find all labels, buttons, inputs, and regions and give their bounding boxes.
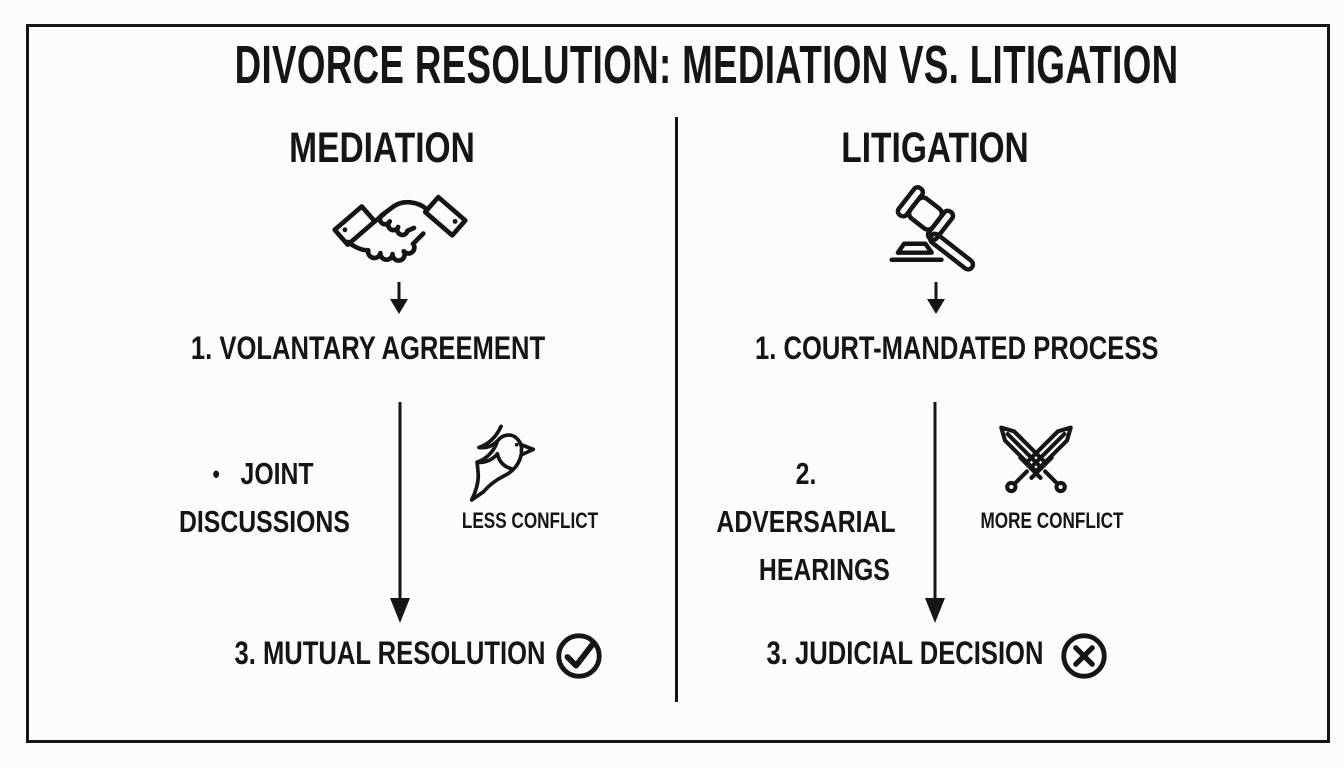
crossed-swords-icon: [999, 425, 1073, 494]
mediation-step1: 1. VOLANTARY AGREEMENT: [190, 330, 546, 366]
check-circle-icon: [556, 633, 602, 679]
mediation-step2-line1: JOINT: [240, 456, 314, 491]
litigation-step2: 2. ADVERSARIAL HEARINGS: [678, 450, 934, 594]
arrow-down-icon: [927, 282, 945, 314]
dove-icon: [469, 424, 536, 502]
handshake-icon: [332, 194, 468, 263]
litigation-conflict-label: MORE CONFLICT: [980, 508, 1124, 533]
mediation-heading: MEDIATION: [289, 124, 475, 172]
mediation-step2-line2: DISCUSSIONS: [179, 504, 350, 539]
x-circle-icon: [1061, 633, 1107, 679]
arrow-down-long-icon: [390, 402, 410, 623]
gavel-icon: [889, 185, 976, 272]
mediation-step2: • JOINT DISCUSSIONS: [158, 450, 368, 546]
border-frame: [26, 24, 1330, 743]
bullet-icon: •: [212, 459, 220, 489]
litigation-step2-line2: HEARINGS: [758, 552, 890, 587]
page-title: DIVORCE RESOLUTION: MEDIATION VS. LITIGA…: [234, 35, 1179, 95]
litigation-step2-line1: 2. ADVERSARIAL: [716, 456, 896, 539]
litigation-step1: 1. COURT-MANDATED PROCESS: [755, 330, 1159, 366]
litigation-heading: LITIGATION: [841, 124, 1029, 172]
mediation-step3: 3. MUTUAL RESOLUTION: [234, 635, 546, 671]
arrow-down-icon: [390, 282, 408, 314]
arrow-down-long-icon: [925, 402, 945, 623]
column-divider: [675, 117, 678, 702]
mediation-conflict-label: LESS CONFLICT: [461, 508, 599, 533]
litigation-step3: 3. JUDICIAL DECISION: [766, 635, 1044, 671]
